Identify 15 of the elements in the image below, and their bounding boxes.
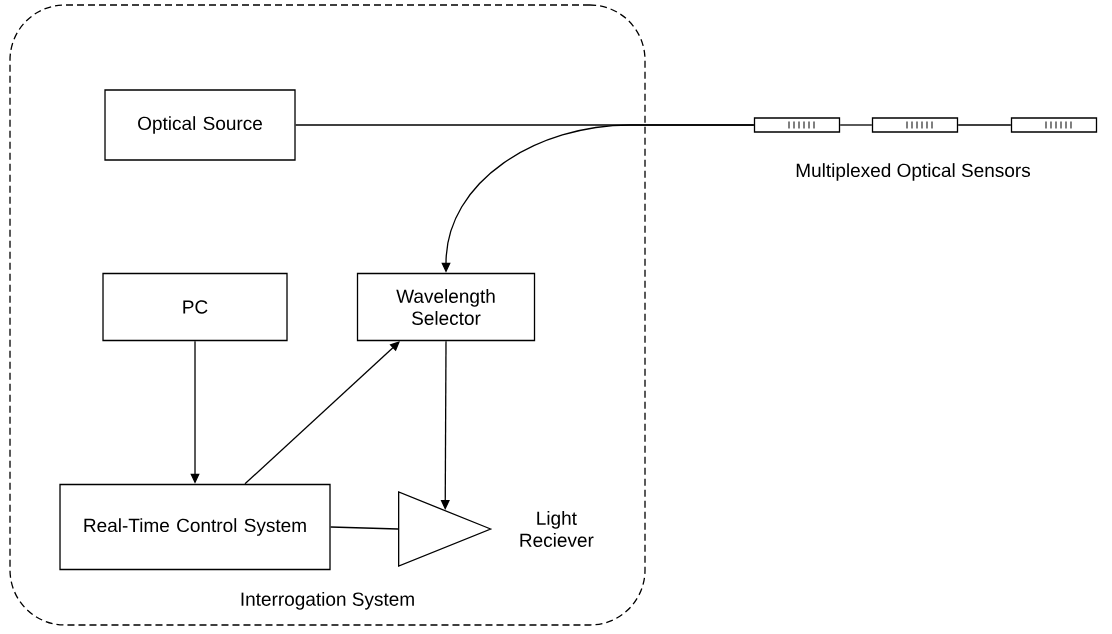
arrow bbox=[244, 341, 400, 485]
process-box: Real-Time Control System bbox=[59, 483, 331, 571]
sensor bbox=[871, 117, 959, 133]
arrow bbox=[440, 340, 450, 510]
process-box: Wavelength Selector bbox=[356, 272, 536, 342]
sensor bbox=[1010, 117, 1098, 133]
process-box: Optical Source bbox=[104, 89, 296, 161]
process-box: PC bbox=[102, 272, 288, 342]
connector-line bbox=[330, 526, 399, 530]
node-label: Light Reciever bbox=[520, 511, 594, 547]
connector-line bbox=[957, 124, 1012, 126]
group-label: Multiplexed Optical Sensors bbox=[796, 163, 1030, 181]
connector-line bbox=[839, 124, 873, 126]
amplifier-triangle: Light Reciever bbox=[398, 491, 594, 567]
sensor bbox=[753, 117, 841, 133]
